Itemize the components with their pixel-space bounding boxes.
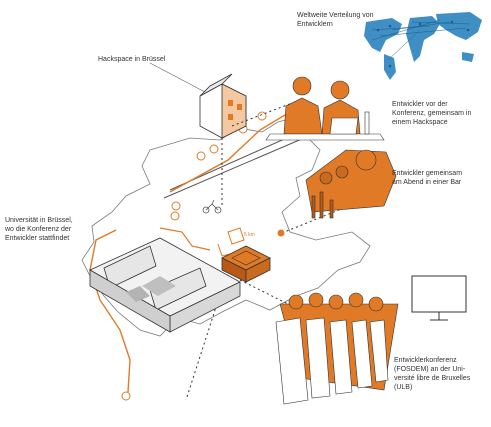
label-hackspace: Hackspace in Brüssel [98,56,166,63]
label-conference: Entwicklerkonferenz (FOSDEM) an der Uni-… [394,357,471,391]
developers-hackspace-icon [265,76,385,141]
hackspace-building-icon [199,73,247,139]
label-university: Universität in Brüssel, wo die Konferenz… [5,217,73,242]
world-map-icon [364,12,482,80]
pin-icon [121,111,267,401]
map-distance-label: 5 km [244,232,255,238]
leader-line [149,62,206,93]
route-line-north [169,111,291,193]
label-dev-hackspace: Entwickler vor der Konferenz, gemeinsam … [392,101,472,126]
projector-screen-icon [411,275,467,321]
bicycle-icon [202,199,222,214]
bar-location-dot [277,229,285,237]
label-dev-bar: Entwickler gemeinsam am Abend in einer B… [392,170,463,186]
label-worldwide: Weltweite Verteilung von Entwicklern [297,12,374,28]
bar-scene-icon [305,149,397,219]
city-district-detail [217,227,245,257]
route-line-south [159,227,211,251]
route-line [89,229,131,393]
highlighted-lecture-hall [221,245,271,283]
conference-audience-icon [275,292,399,405]
university-building-icon [89,237,241,333]
